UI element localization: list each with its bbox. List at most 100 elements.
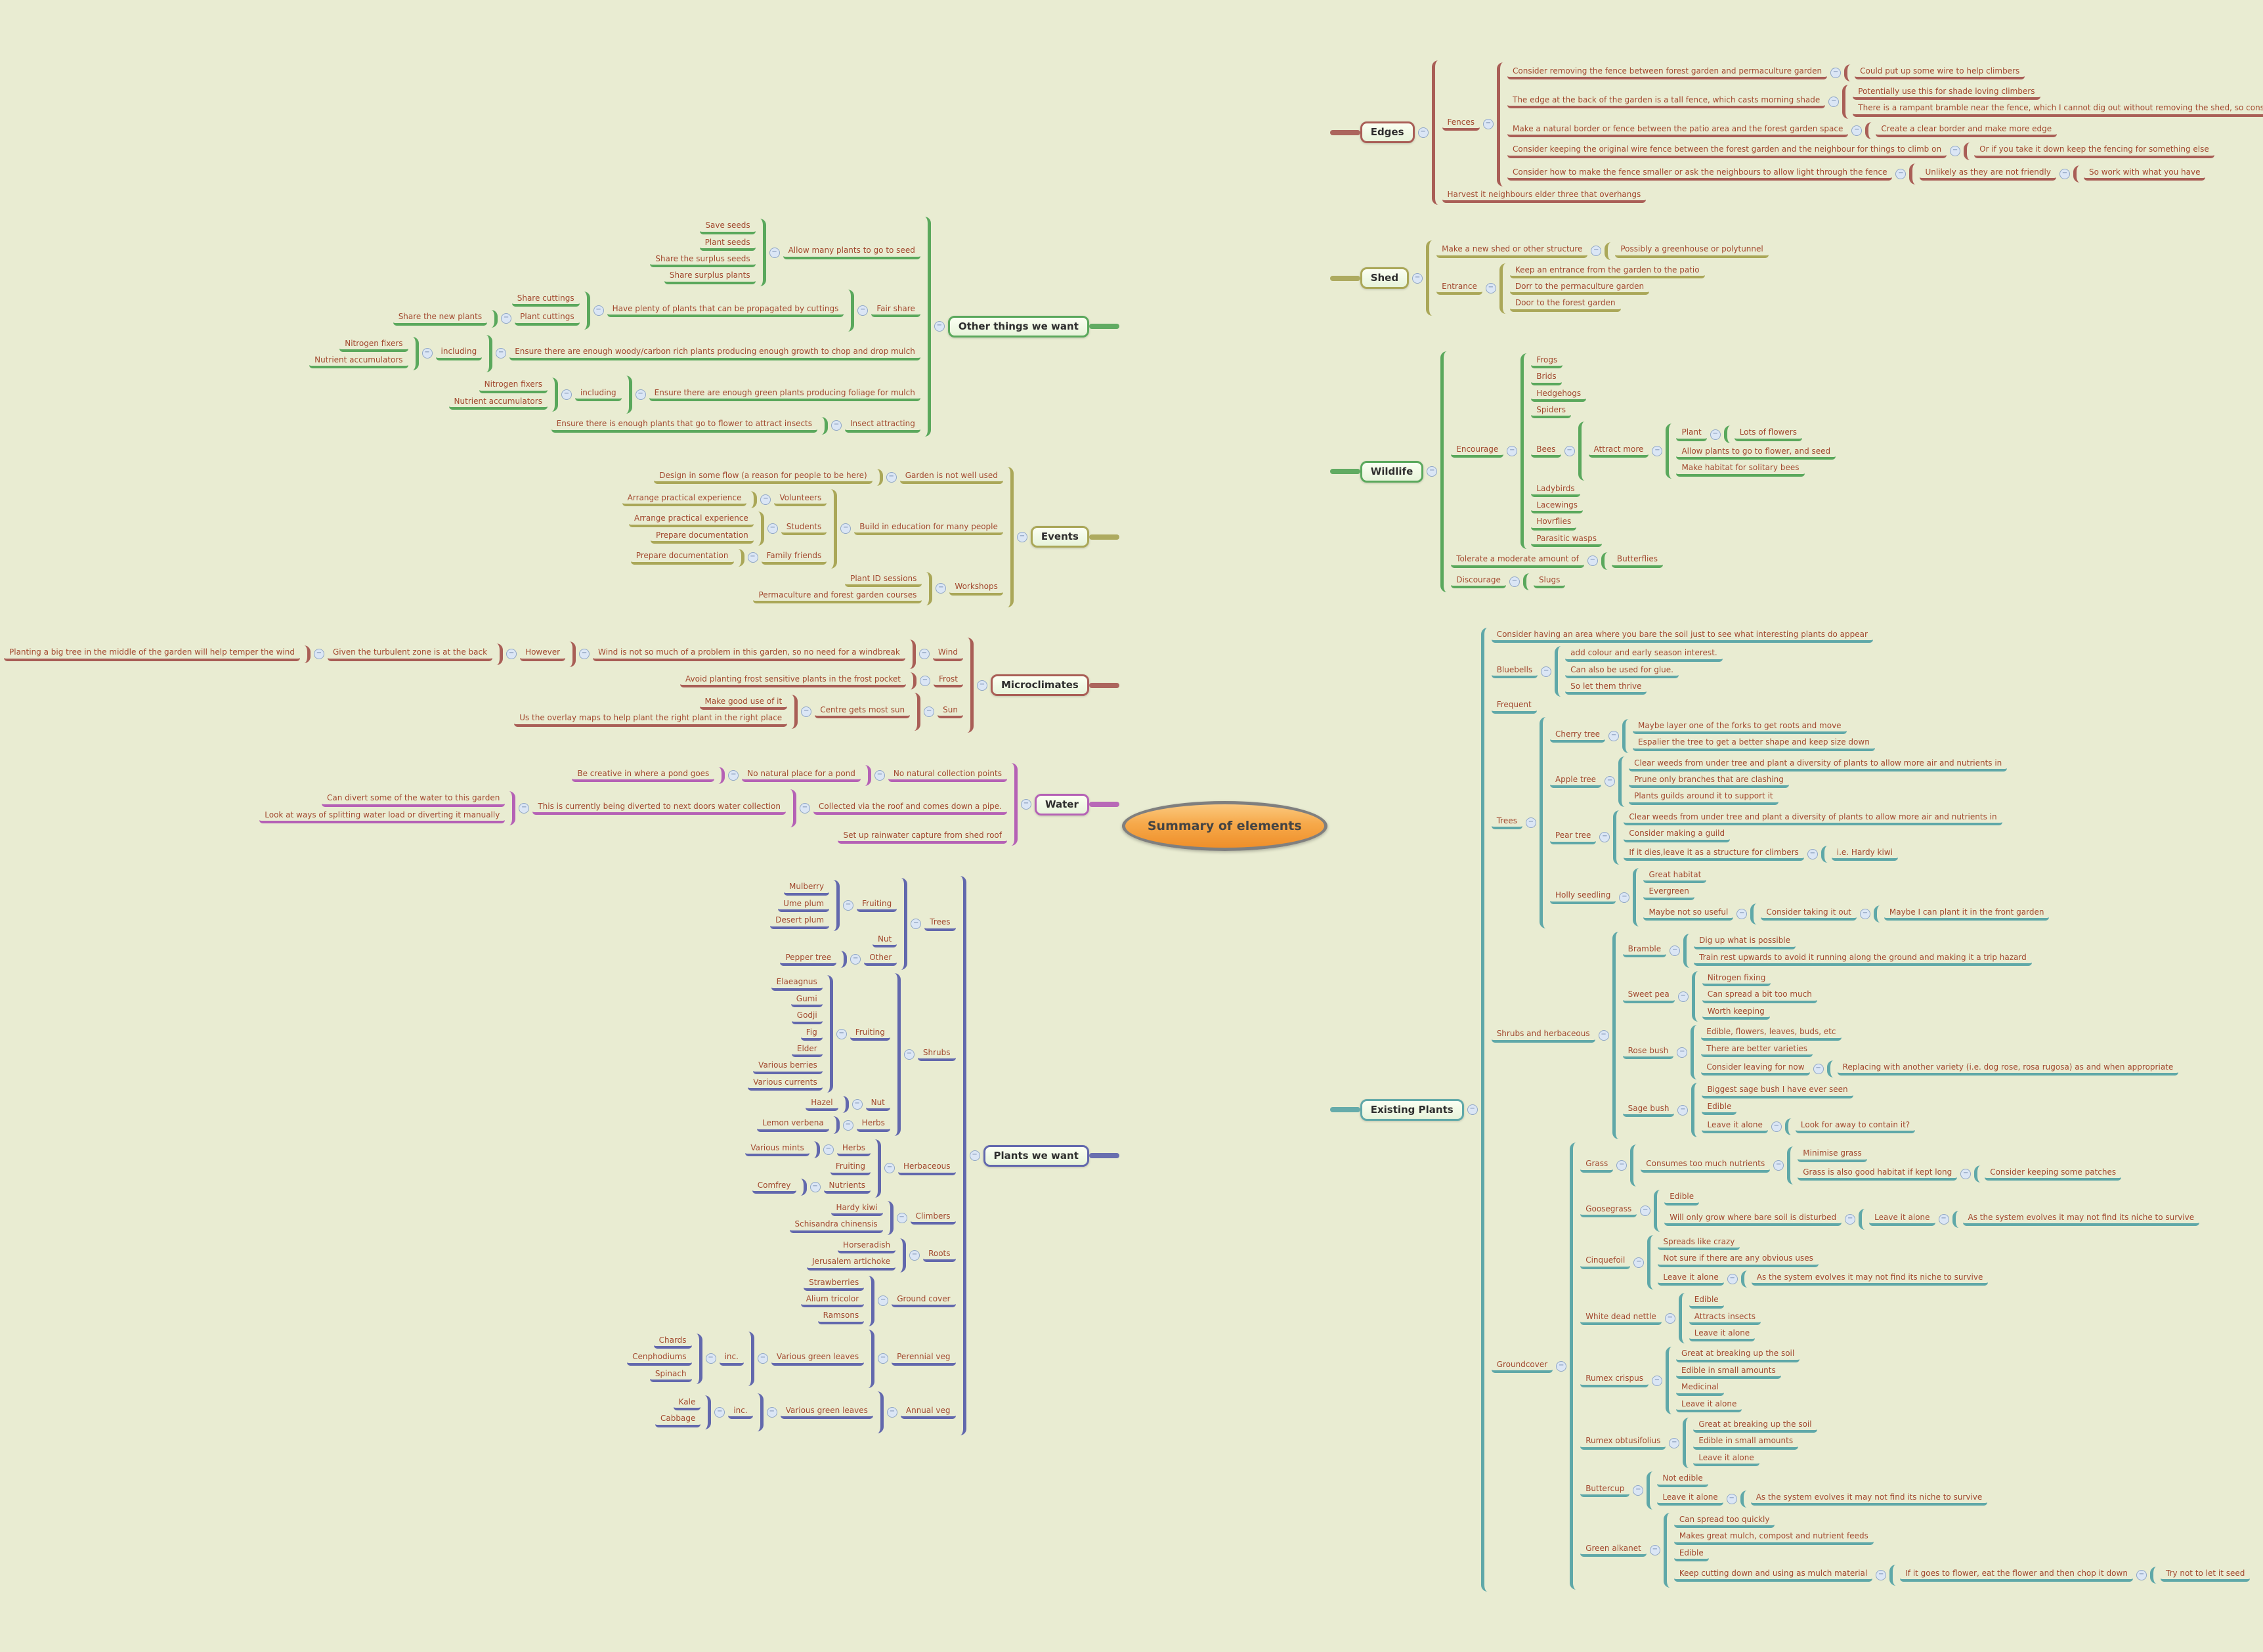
branch-label[interactable]: Shed (1360, 267, 1410, 290)
node-text[interactable]: Rose bush (1622, 1046, 1674, 1059)
collapse-icon[interactable]: − (1851, 125, 1863, 136)
node-text[interactable]: Edible (1702, 1102, 1737, 1116)
collapse-icon[interactable]: − (1677, 1104, 1689, 1116)
collapse-icon[interactable]: − (1677, 991, 1689, 1002)
node-text[interactable]: Design in some flow (a reason for people… (654, 471, 873, 484)
node-text[interactable]: Unlikely as they are not friendly (1920, 167, 2056, 181)
node-text[interactable]: Cinquefoil (1580, 1255, 1631, 1269)
node-text[interactable]: Build in education for many people (854, 522, 1003, 536)
collapse-icon[interactable]: − (766, 1406, 777, 1418)
node-text[interactable]: Prepare documentation (630, 551, 734, 565)
node-text[interactable]: Consider how to make the fence smaller o… (1507, 167, 1893, 181)
collapse-icon[interactable]: − (635, 389, 646, 401)
node-text[interactable]: Elaeagnus (771, 977, 823, 991)
collapse-icon[interactable]: − (836, 1028, 847, 1039)
node-text[interactable]: Not edible (1657, 1473, 1708, 1487)
branch-label[interactable]: Plants we want (983, 1144, 1089, 1167)
node-text[interactable]: Plant (1676, 427, 1707, 441)
collapse-icon[interactable]: − (1726, 1493, 1737, 1504)
node-text[interactable]: Medicinal (1675, 1382, 1724, 1396)
collapse-icon[interactable]: − (878, 1295, 889, 1307)
node-text[interactable]: Fruiting (857, 899, 897, 913)
collapse-icon[interactable]: − (519, 803, 530, 814)
collapse-icon[interactable]: − (1427, 466, 1438, 477)
node-text[interactable]: Could put up some wire to help climbers (1855, 66, 2025, 79)
branch-label[interactable]: Edges (1360, 121, 1415, 144)
node-text[interactable]: Rumex obtusifolius (1580, 1436, 1666, 1450)
collapse-icon[interactable]: − (506, 649, 517, 660)
collapse-icon[interactable]: − (1771, 1121, 1782, 1133)
node-text[interactable]: Share cuttings (511, 293, 580, 307)
collapse-icon[interactable]: − (1669, 1437, 1680, 1448)
node-text[interactable]: So let them thrive (1565, 682, 1647, 695)
collapse-icon[interactable]: − (2059, 168, 2070, 179)
collapse-icon[interactable]: − (924, 706, 935, 717)
collapse-icon[interactable]: − (1507, 445, 1518, 456)
node-text[interactable]: Edible in small amounts (1675, 1366, 1781, 1380)
node-text[interactable]: Collected via the roof and comes down a … (813, 802, 1007, 815)
node-text[interactable]: Us the overlay maps to help plant the ri… (514, 713, 788, 727)
collapse-icon[interactable]: − (920, 675, 930, 686)
node-text[interactable]: Be creative in where a pond goes (572, 769, 715, 783)
node-text[interactable]: Sun (938, 705, 963, 719)
collapse-icon[interactable]: − (1633, 1257, 1645, 1268)
node-text[interactable]: Maybe I can plant it in the front garden (1884, 907, 2050, 921)
node-text[interactable]: Prune only branches that are clashing (1629, 775, 1789, 789)
collapse-icon[interactable]: − (809, 1181, 821, 1192)
node-text[interactable]: Maybe layer one of the forks to get root… (1633, 721, 1847, 735)
node-text[interactable]: Try not to let it seed (2160, 1569, 2251, 1582)
collapse-icon[interactable]: − (1677, 1047, 1688, 1058)
collapse-icon[interactable]: − (851, 1099, 863, 1110)
node-text[interactable]: Various currents (748, 1077, 823, 1091)
collapse-icon[interactable]: − (1541, 666, 1552, 677)
node-text[interactable]: Centre gets most sun (815, 705, 911, 719)
node-text[interactable]: Will only grow where bare soil is distur… (1664, 1213, 1842, 1227)
node-text[interactable]: Have plenty of plants that can be propag… (607, 304, 844, 317)
collapse-icon[interactable]: − (1813, 1064, 1824, 1075)
node-text[interactable]: Plants guilds around it to support it (1629, 791, 1778, 805)
collapse-icon[interactable]: − (909, 1250, 920, 1261)
node-text[interactable]: Set up rainwater capture from shed roof (838, 831, 1007, 844)
node-text[interactable]: Various green leaves (771, 1352, 865, 1366)
collapse-icon[interactable]: − (1938, 1213, 1949, 1225)
node-text[interactable]: Potentially use this for shade loving cl… (1853, 87, 2040, 100)
node-text[interactable]: Alium tricolor (800, 1294, 865, 1308)
node-text[interactable]: Consider making a guild (1624, 829, 1731, 842)
node-text[interactable]: Trees (924, 917, 956, 931)
collapse-icon[interactable]: − (918, 649, 930, 660)
node-text[interactable]: Kale (673, 1397, 701, 1411)
node-text[interactable]: Consider keeping the original wire fence… (1507, 144, 1947, 158)
node-text[interactable]: Comfrey (752, 1181, 796, 1194)
node-text[interactable]: Harvest it neighbours elder three that o… (1442, 190, 1647, 204)
node-text[interactable]: Make good use of it (699, 697, 788, 710)
node-text[interactable]: Maybe not so useful (1643, 907, 1734, 921)
node-text[interactable]: Buttercup (1580, 1484, 1630, 1498)
collapse-icon[interactable]: − (1616, 1160, 1627, 1171)
collapse-icon[interactable]: − (714, 1406, 725, 1418)
collapse-icon[interactable]: − (886, 1406, 897, 1418)
node-text[interactable]: Fruiting (830, 1162, 871, 1175)
node-text[interactable]: Tolerate a moderate amount of (1451, 554, 1584, 568)
collapse-icon[interactable]: − (850, 954, 861, 965)
node-text[interactable]: Share the new plants (393, 312, 488, 326)
collapse-icon[interactable]: − (593, 305, 604, 316)
node-text[interactable]: Allow plants to go to flower, and seed (1676, 446, 1836, 460)
collapse-icon[interactable]: − (1021, 799, 1031, 810)
node-text[interactable]: Bluebells (1491, 665, 1538, 679)
node-text[interactable]: Fences (1442, 118, 1480, 131)
collapse-icon[interactable]: − (579, 649, 590, 660)
node-text[interactable]: Espalier the tree to get a better shape … (1633, 737, 1875, 751)
node-text[interactable]: Save seeds (700, 221, 756, 234)
collapse-icon[interactable]: − (705, 1353, 716, 1364)
node-text[interactable]: Possibly a greenhouse or polytunnel (1615, 244, 1769, 258)
node-text[interactable]: Edible in small amounts (1693, 1436, 1799, 1450)
node-text[interactable]: Edible (1664, 1192, 1700, 1206)
node-text[interactable]: Fig (800, 1028, 823, 1041)
node-text[interactable]: Various mints (745, 1143, 809, 1157)
node-text[interactable]: Consider taking it out (1761, 907, 1857, 921)
node-text[interactable]: Clear weeds from under tree and plant a … (1624, 812, 2002, 826)
node-text[interactable]: Can spread too quickly (1673, 1515, 1775, 1529)
node-text[interactable]: Given the turbulent zone is at the back (327, 647, 493, 661)
node-text[interactable]: Look at ways of splitting water load or … (259, 810, 506, 824)
node-text[interactable]: Frost (934, 674, 963, 688)
